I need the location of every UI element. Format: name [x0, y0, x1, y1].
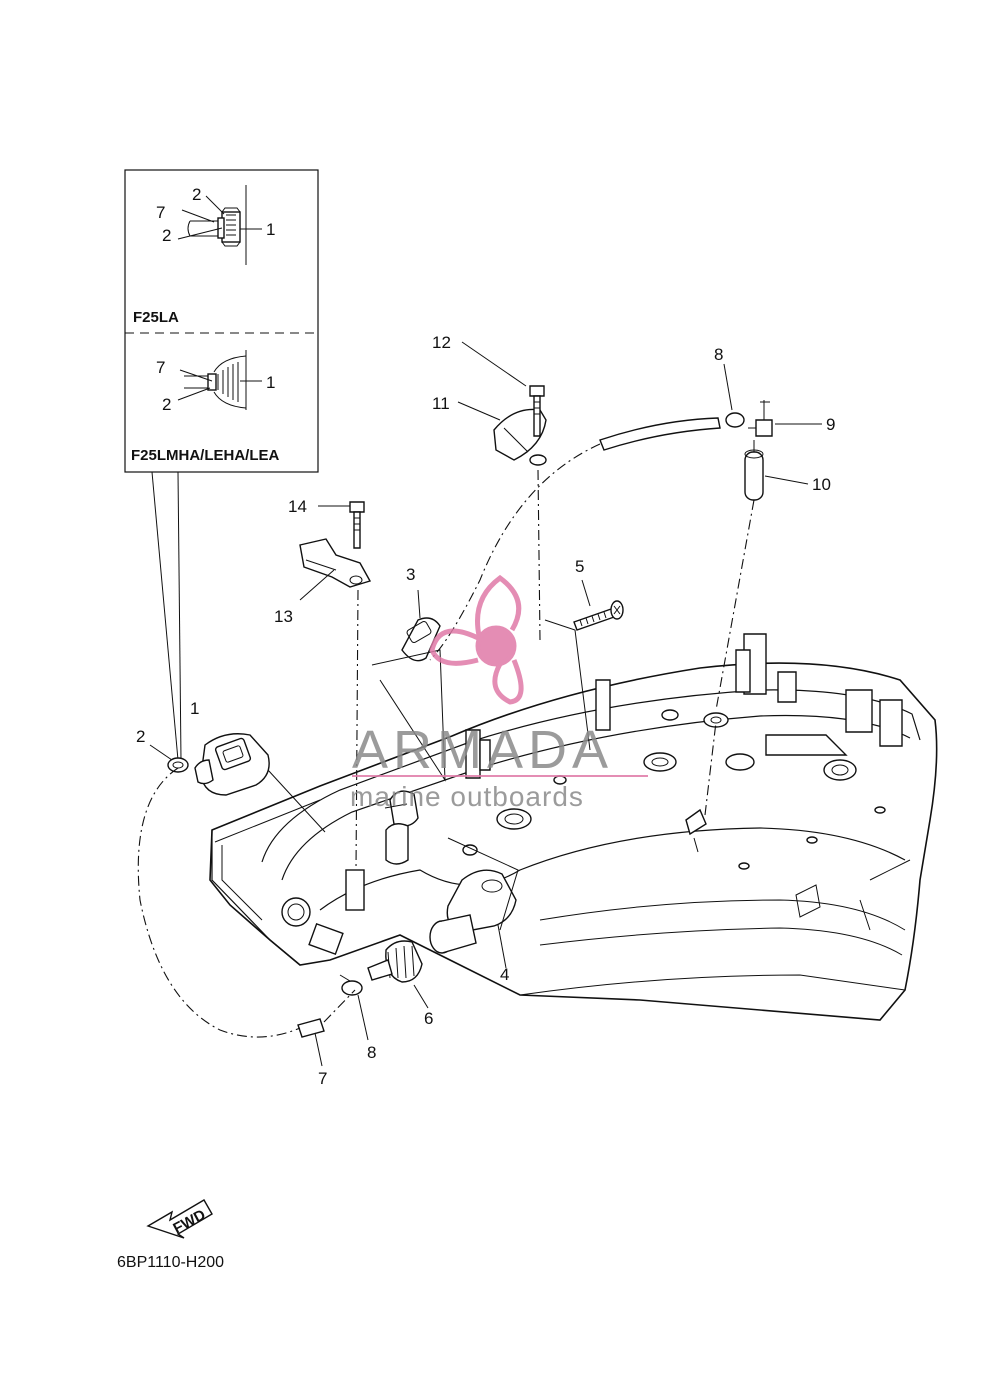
callout-labels: 1 2 3 4 5 6 7 8 8 9 10 11 12 13 14: [136, 333, 835, 1088]
front-grommet-post: [385, 823, 409, 865]
part-2-clip: [149, 744, 189, 773]
inset-upper-label-1: 1: [266, 220, 275, 239]
watermark-brand: ARMADA: [352, 720, 613, 780]
callout-9: 9: [826, 415, 835, 434]
inset-upper-label-7: 7: [156, 203, 165, 222]
callout-12: 12: [432, 333, 451, 352]
watermark-propeller-icon: [429, 574, 524, 705]
callout-11: 11: [432, 394, 450, 413]
inset-upper-model: F25LA: [133, 309, 179, 326]
part-13-bracket: [299, 538, 372, 601]
part-12-bolt: [461, 341, 545, 641]
part-14-bolt: [318, 501, 365, 911]
watermark: ARMADA marine outboards: [350, 574, 648, 812]
inset-upper-label-2b: 2: [162, 226, 171, 245]
inset-lower-label-2: 2: [162, 395, 171, 414]
part-5-screw: [544, 579, 624, 751]
callout-3: 3: [406, 565, 415, 584]
callout-7: 7: [318, 1069, 327, 1088]
fwd-arrow-icon: FWD: [146, 1199, 213, 1239]
part-10-hose: [715, 440, 809, 711]
callout-8-lower: 8: [367, 1043, 376, 1062]
watermark-tagline: marine outboards: [350, 781, 584, 812]
callout-1: 1: [190, 699, 199, 718]
inset-upper-label-2a: 2: [192, 185, 201, 204]
inset-box: 2 7 1 2 F25LA 7 1 2 F25LMHA/LEHA/LEA: [124, 169, 319, 761]
callout-13: 13: [274, 607, 293, 626]
part-1-grommet: [194, 733, 326, 833]
upper-hose-run: [429, 417, 721, 661]
callout-10: 10: [812, 475, 831, 494]
part-6-nipple: [367, 940, 429, 1009]
callout-8-upper: 8: [714, 345, 723, 364]
part-9-joint: [748, 400, 822, 437]
part-11-holder: [457, 401, 547, 466]
inset-lower-detail: 7 1 2: [156, 350, 275, 414]
callout-6: 6: [424, 1009, 433, 1028]
inset-lower-label-7: 7: [156, 358, 165, 377]
bottom-cowling: [209, 633, 938, 1021]
callout-14: 14: [288, 497, 307, 516]
part-3-grommet: [371, 589, 446, 782]
part-8-clip: [323, 974, 369, 1041]
callout-2: 2: [136, 727, 145, 746]
inset-upper-detail: 2 7 1 2: [156, 185, 275, 265]
callout-4: 4: [500, 965, 509, 984]
inset-lower-model: F25LMHA/LEHA/LEA: [131, 447, 280, 464]
part-8-upper-clip: [723, 363, 745, 428]
diagram-code: 6BP1110-H200: [117, 1254, 224, 1271]
part-7-hose: [137, 767, 325, 1067]
part-4-grommet: [429, 837, 519, 969]
drain-fitting: [685, 721, 717, 853]
callout-5: 5: [575, 557, 584, 576]
inset-lower-label-1: 1: [266, 373, 275, 392]
